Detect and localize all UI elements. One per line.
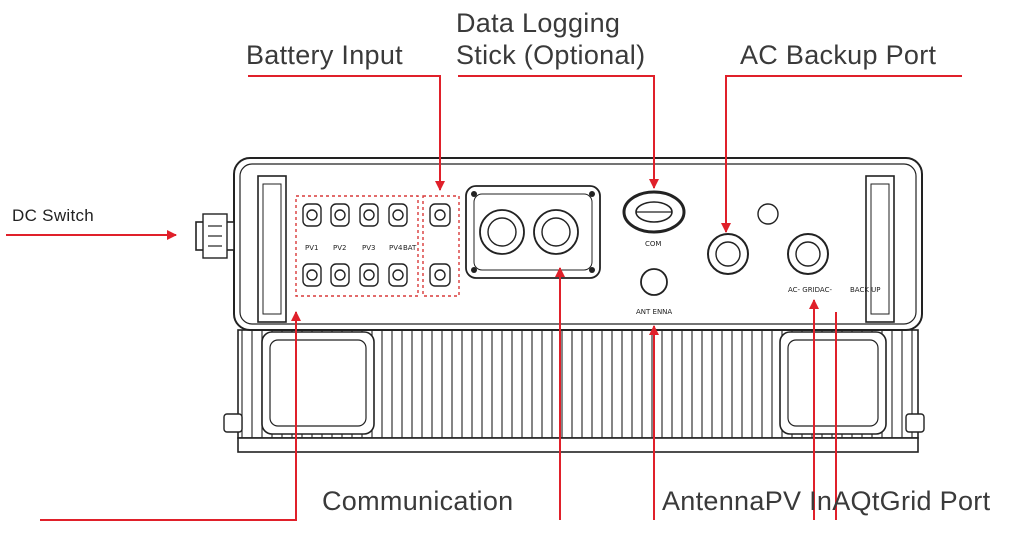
label-ac-grid: AC- GRIDAC- xyxy=(788,286,832,294)
dc-switch-knob xyxy=(195,213,235,259)
callout-data-logging-line2: Stick (Optional) xyxy=(456,40,646,70)
label-bat: BAT xyxy=(403,244,417,252)
callout-data-logging-line1: Data Logging xyxy=(456,8,621,38)
callout-antenna-pv-ac-grid: AntennaPV InAQtGrid Port xyxy=(662,486,991,516)
label-pv2: PV2 xyxy=(333,244,346,252)
antenna-port: ANT ENNA xyxy=(636,268,672,316)
pv-bat-connectors: PV1 PV2 PV3 PV4 BAT xyxy=(295,195,460,297)
com-port: COM xyxy=(622,190,686,248)
heatsink xyxy=(223,329,925,453)
ac-backup-connector xyxy=(707,203,779,275)
ac-grid-connector: AC- GRIDAC- BACK UP xyxy=(787,233,881,294)
callout-dc-switch: DC Switch xyxy=(12,206,95,225)
label-pv1: PV1 xyxy=(305,244,318,252)
callout-communication: Communication xyxy=(322,486,514,516)
label-pv4: PV4 xyxy=(389,244,403,252)
communication-plate xyxy=(465,185,601,279)
callout-arrows xyxy=(6,75,962,521)
callout-battery-input: Battery Input xyxy=(246,40,403,70)
label-com: COM xyxy=(645,240,661,248)
label-pv3: PV3 xyxy=(362,244,375,252)
label-backup: BACK UP xyxy=(850,286,881,294)
callout-ac-backup-port: AC Backup Port xyxy=(740,40,937,70)
label-antenna: ANT ENNA xyxy=(636,308,672,316)
